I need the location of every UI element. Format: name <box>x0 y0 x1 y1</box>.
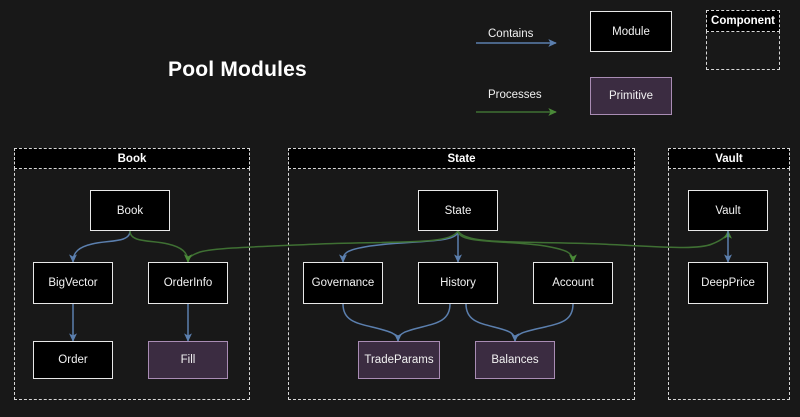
legend-shape-primitive-label: Primitive <box>608 90 654 102</box>
legend-shape-primitive: Primitive <box>590 77 672 115</box>
node-account-label: Account <box>552 277 594 289</box>
legend-label-contains: Contains <box>488 28 534 40</box>
group-state-label: State <box>447 152 476 165</box>
node-orderinfo[interactable]: OrderInfo <box>148 262 228 304</box>
node-deepprice-label: DeepPrice <box>701 277 755 289</box>
node-vault[interactable]: Vault <box>688 190 768 231</box>
group-vault-label: Vault <box>715 152 743 165</box>
node-tradeparams-label: TradeParams <box>364 354 434 366</box>
node-bigvector[interactable]: BigVector <box>33 262 113 304</box>
node-balances[interactable]: Balances <box>475 341 555 379</box>
node-tradeparams[interactable]: TradeParams <box>358 341 440 379</box>
node-orderinfo-label: OrderInfo <box>163 277 213 289</box>
node-bigvector-label: BigVector <box>48 277 98 289</box>
node-fill-label: Fill <box>180 354 196 366</box>
legend-shape-component-header: Component <box>706 10 780 32</box>
node-order-label: Order <box>58 354 88 366</box>
node-vault-label: Vault <box>715 204 741 217</box>
node-history-label: History <box>440 277 476 289</box>
node-history[interactable]: History <box>418 262 498 304</box>
legend-label-processes: Processes <box>488 89 542 101</box>
node-state[interactable]: State <box>418 190 498 231</box>
group-book-header: Book <box>14 148 250 169</box>
node-account[interactable]: Account <box>533 262 613 304</box>
legend-shape-module: Module <box>590 11 672 52</box>
node-fill[interactable]: Fill <box>148 341 228 379</box>
page-title: Pool Modules <box>168 58 307 81</box>
group-state-header: State <box>288 148 635 169</box>
group-vault-header: Vault <box>668 148 790 169</box>
node-book[interactable]: Book <box>90 190 170 231</box>
node-deepprice[interactable]: DeepPrice <box>688 262 768 304</box>
node-order[interactable]: Order <box>33 341 113 379</box>
node-book-label: Book <box>116 204 144 217</box>
legend-shape-component-label: Component <box>711 15 775 27</box>
node-balances-label: Balances <box>491 354 539 366</box>
node-governance-label: Governance <box>311 277 375 289</box>
node-governance[interactable]: Governance <box>303 262 383 304</box>
node-state-label: State <box>444 204 472 217</box>
group-book-label: Book <box>117 152 147 165</box>
legend-shape-module-label: Module <box>612 25 650 38</box>
